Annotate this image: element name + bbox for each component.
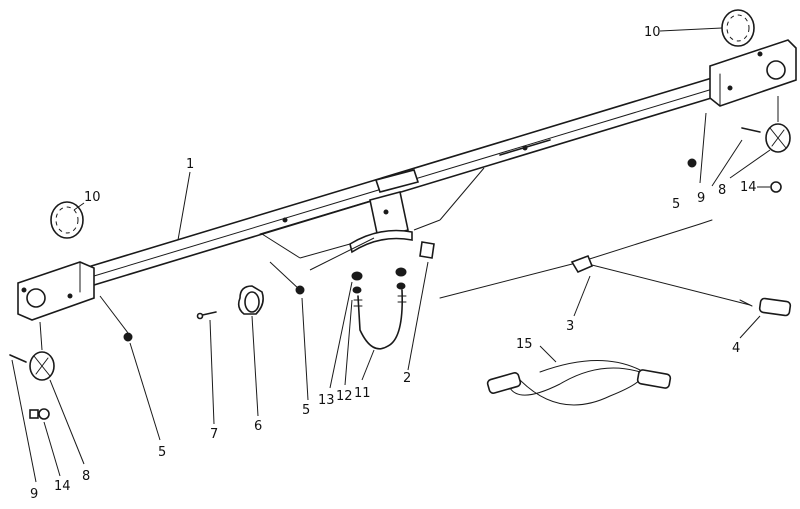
label-part-14-right: 14 [740, 180, 757, 195]
cable-part-15 [486, 359, 672, 406]
label-part-4: 4 [732, 341, 740, 356]
label-part-8-right: 8 [718, 183, 726, 198]
bulb-left [29, 408, 50, 420]
clip-part-2 [419, 241, 435, 259]
left-end-plate [17, 261, 95, 321]
label-part-1: 1 [186, 157, 194, 172]
label-part-5-center: 5 [302, 403, 310, 418]
label-part-14-left: 14 [54, 479, 71, 494]
lamp-right [765, 123, 791, 153]
label-part-2: 2 [403, 371, 411, 386]
label-part-9-left: 9 [30, 487, 38, 502]
label-part-5-left: 5 [158, 445, 166, 460]
bar-part-1 [86, 77, 720, 286]
label-part-9-right: 9 [697, 191, 705, 206]
harness-part-3 [439, 219, 753, 307]
nut-left [123, 332, 133, 342]
label-part-8-left: 8 [82, 469, 90, 484]
lamp-left [29, 351, 55, 381]
plug-part-4 [758, 297, 792, 317]
leader-lines [11, 27, 779, 483]
label-part-10-left: 10 [84, 190, 101, 205]
label-part-5-right: 5 [672, 197, 680, 212]
label-part-11: 11 [354, 386, 371, 401]
bulb-right [770, 181, 782, 193]
screw-left [9, 354, 27, 363]
label-part-15: 15 [516, 337, 533, 352]
label-part-6: 6 [254, 419, 262, 434]
right-end-plate [709, 39, 797, 107]
washers-part-12-13 [351, 267, 407, 294]
label-part-7: 7 [210, 427, 218, 442]
screw-part-7 [196, 311, 217, 320]
center-bracket [349, 191, 413, 254]
screw-right [741, 127, 761, 133]
grommet-part-6 [237, 285, 264, 315]
label-part-12: 12 [336, 389, 353, 404]
part-labels: 1 10 10 5 9 8 14 3 4 15 2 11 12 13 5 6 7… [30, 25, 757, 502]
label-part-13: 13 [318, 393, 335, 408]
reflector-right [721, 9, 755, 47]
nut-right [687, 158, 697, 168]
label-part-10-right: 10 [644, 25, 661, 40]
reflector-left [50, 201, 84, 239]
label-part-3: 3 [566, 319, 574, 334]
u-bolt-part-11 [353, 289, 407, 350]
